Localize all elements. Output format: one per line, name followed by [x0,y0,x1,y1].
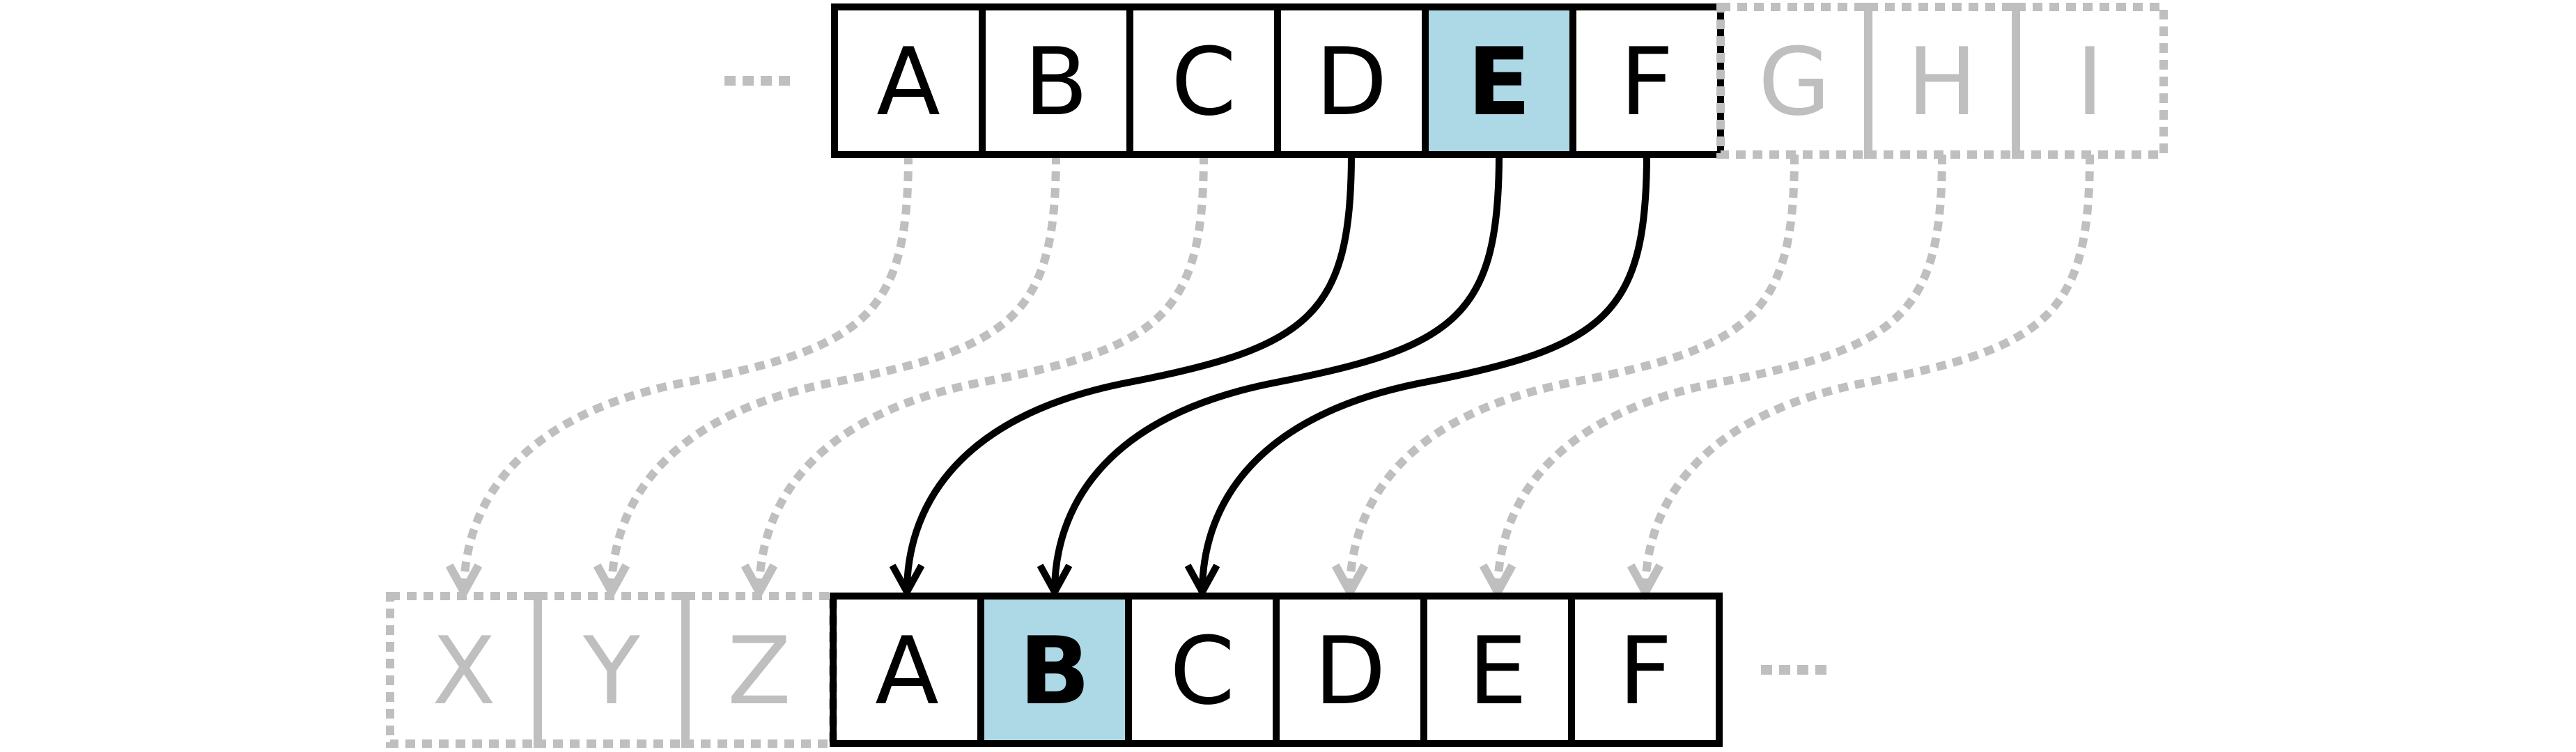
top-letter: A [876,28,940,136]
bottom-cell-b: B [977,593,1132,747]
mapping-arrows [445,151,2094,601]
bottom-cell-f: F [1568,593,1723,747]
top-cell-g: G [1716,3,1872,159]
arrow-i-to-f [1627,154,2094,601]
bottom-cell-x: X [386,592,542,748]
top-row-ellipsis [724,76,790,86]
bottom-cell-e: E [1420,593,1575,747]
top-letter: D [1315,28,1387,136]
bottom-letter: Z [727,617,791,726]
top-cell-d: D [1274,3,1429,158]
top-cell-i: I [2012,3,2168,159]
top-letter: I [2076,28,2104,136]
top-letter: C [1171,28,1236,136]
arrow-b-to-y [593,154,1060,601]
bottom-letter: F [1618,617,1672,726]
top-cell-b: B [979,3,1133,158]
bottom-letter: A [875,617,939,726]
bottom-cell-c: C [1125,593,1280,747]
bottom-letter: D [1314,617,1386,726]
arrow-g-to-d [1331,154,1799,601]
arrow-a-to-x [445,154,913,601]
bottom-letter: Y [582,617,641,726]
bottom-cell-a: A [830,593,984,747]
bottom-row-ellipsis [1761,665,1826,675]
top-letter: H [1907,28,1978,136]
bottom-cell-z: Z [681,592,837,748]
top-cell-a: A [831,3,986,158]
top-cell-e: E [1422,3,1576,158]
top-cell-c: C [1126,3,1281,158]
ellipses [724,76,1826,675]
top-cell-f: F [1569,3,1724,158]
bottom-letter: E [1468,617,1528,726]
top-letter: E [1467,28,1531,136]
bottom-cell-d: D [1273,593,1427,747]
top-letter: G [1758,28,1831,136]
bottom-cell-y: Y [534,592,690,748]
arrow-h-to-e [1479,154,1946,601]
arrow-c-to-z [740,154,1208,601]
top-letter: B [1024,28,1088,136]
bottom-letter: X [432,617,496,726]
top-letter: F [1620,28,1673,136]
bottom-letter: B [1019,617,1090,726]
arrow-f-to-c [1184,151,1650,600]
arrow-e-to-b [1037,151,1503,600]
top-cell-h: H [1864,3,2020,159]
bottom-letter: C [1170,617,1235,726]
arrow-d-to-a [889,151,1355,600]
